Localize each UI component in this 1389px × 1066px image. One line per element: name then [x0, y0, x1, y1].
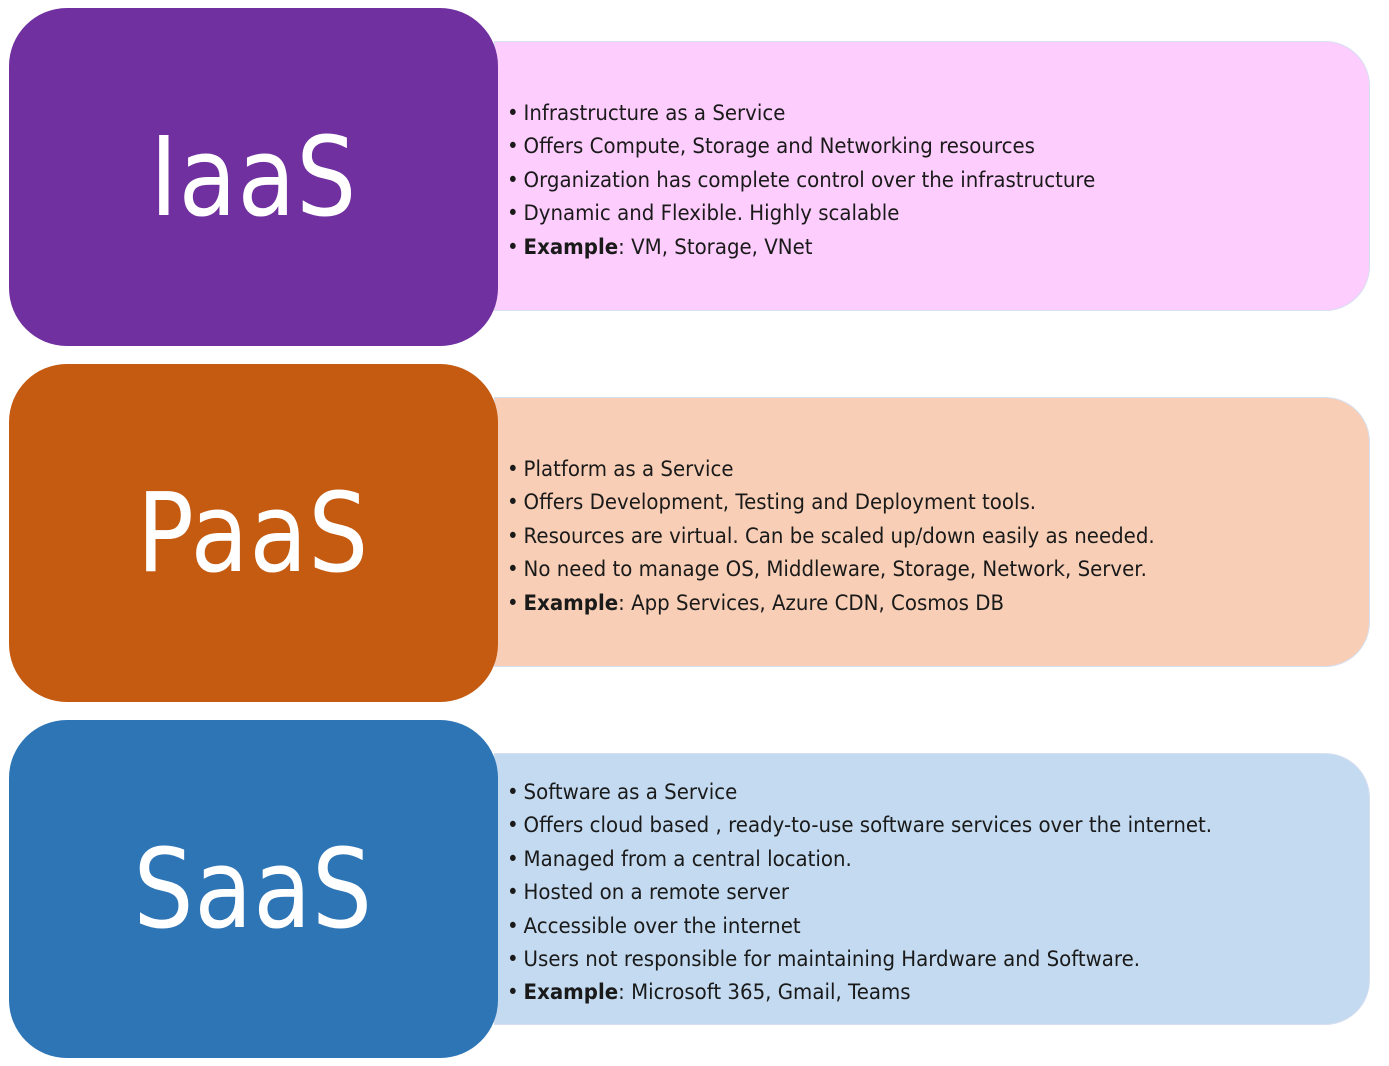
list-item: •Dynamic and Flexible. Highly scalable: [507, 201, 900, 227]
iaas-title: IaaS: [149, 113, 358, 241]
list-item: •Resources are virtual. Can be scaled up…: [507, 523, 1155, 549]
saas-example-item: •Example: Microsoft 365, Gmail, Teams: [507, 980, 911, 1006]
example-text: : Microsoft 365, Gmail, Teams: [618, 980, 911, 1006]
paas-bullet-list: •Platform as a Service •Offers Developme…: [507, 453, 1155, 620]
paas-description-panel: •Platform as a Service •Offers Developme…: [494, 397, 1370, 667]
example-label: Example: [523, 234, 619, 260]
saas-description-panel: •Software as a Service •Offers cloud bas…: [494, 753, 1370, 1025]
list-item: •Platform as a Service: [507, 457, 734, 482]
example-text: : App Services, Azure CDN, Cosmos DB: [618, 590, 1005, 616]
iaas-bullet-list: •Infrastructure as a Service •Offers Com…: [507, 97, 1095, 264]
list-item: •Offers Compute, Storage and Networking …: [507, 134, 1035, 160]
saas-title: SaaS: [133, 825, 374, 953]
list-item: •Hosted on a remote server: [507, 880, 790, 906]
iaas-example-item: •Example: VM, Storage, VNet: [507, 234, 813, 260]
saas-bullet-list: •Software as a Service •Offers cloud bas…: [507, 776, 1212, 1010]
list-item: •Offers cloud based , ready-to-use softw…: [507, 813, 1213, 839]
iaas-description-panel: •Infrastructure as a Service •Offers Com…: [494, 41, 1370, 311]
example-label: Example: [523, 590, 619, 616]
paas-title-block: PaaS: [9, 364, 498, 702]
list-item: •Managed from a central location.: [507, 846, 852, 872]
list-item: •Infrastructure as a Service: [507, 101, 786, 126]
list-item: •Users not responsible for maintaining H…: [507, 946, 1141, 972]
paas-title: PaaS: [137, 469, 370, 597]
paas-row: •Platform as a Service •Offers Developme…: [0, 364, 1389, 704]
example-text: : VM, Storage, VNet: [618, 234, 813, 260]
saas-title-block: SaaS: [9, 720, 498, 1058]
saas-row: •Software as a Service •Offers cloud bas…: [0, 720, 1389, 1060]
list-item: •No need to manage OS, Middleware, Stora…: [507, 557, 1147, 583]
list-item: •Accessible over the internet: [507, 913, 801, 939]
iaas-row: •Infrastructure as a Service •Offers Com…: [0, 8, 1389, 348]
iaas-title-block: IaaS: [9, 8, 498, 346]
list-item: •Offers Development, Testing and Deploym…: [507, 490, 1037, 516]
paas-example-item: •Example: App Services, Azure CDN, Cosmo…: [507, 590, 1005, 616]
list-item: •Software as a Service: [507, 780, 738, 805]
example-label: Example: [523, 980, 619, 1006]
list-item: •Organization has complete control over …: [507, 167, 1096, 193]
